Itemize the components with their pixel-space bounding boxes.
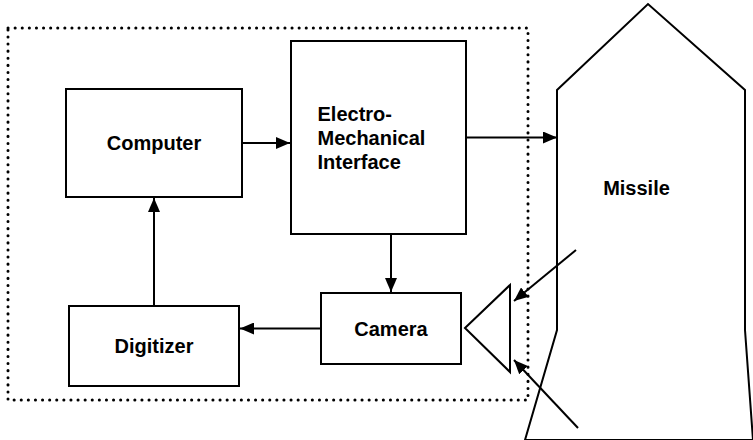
flow-arrow xyxy=(153,198,155,305)
flow-arrow xyxy=(467,137,557,139)
system-boundary xyxy=(8,28,528,400)
missile-shape: Missile xyxy=(520,0,753,440)
process-box: Computer xyxy=(65,88,243,198)
camera-box: Camera xyxy=(320,292,462,365)
flow-arrow xyxy=(240,328,320,330)
flow-arrow xyxy=(243,142,290,144)
node-label: Camera xyxy=(354,317,427,341)
missile-outline xyxy=(520,0,753,440)
flow-arrow xyxy=(390,235,392,292)
node-label: Digitizer xyxy=(115,334,194,358)
node-label: Computer xyxy=(107,131,201,155)
light-ray-arrow xyxy=(514,250,576,301)
process-box: Digitizer xyxy=(68,305,240,387)
lens-symbol xyxy=(465,285,510,372)
missile-outline xyxy=(525,4,753,440)
node-label: Electro- Mechanical Interface xyxy=(318,102,440,174)
interface-box: Electro- Mechanical Interface xyxy=(290,40,467,235)
node-label: Missile xyxy=(603,176,670,200)
